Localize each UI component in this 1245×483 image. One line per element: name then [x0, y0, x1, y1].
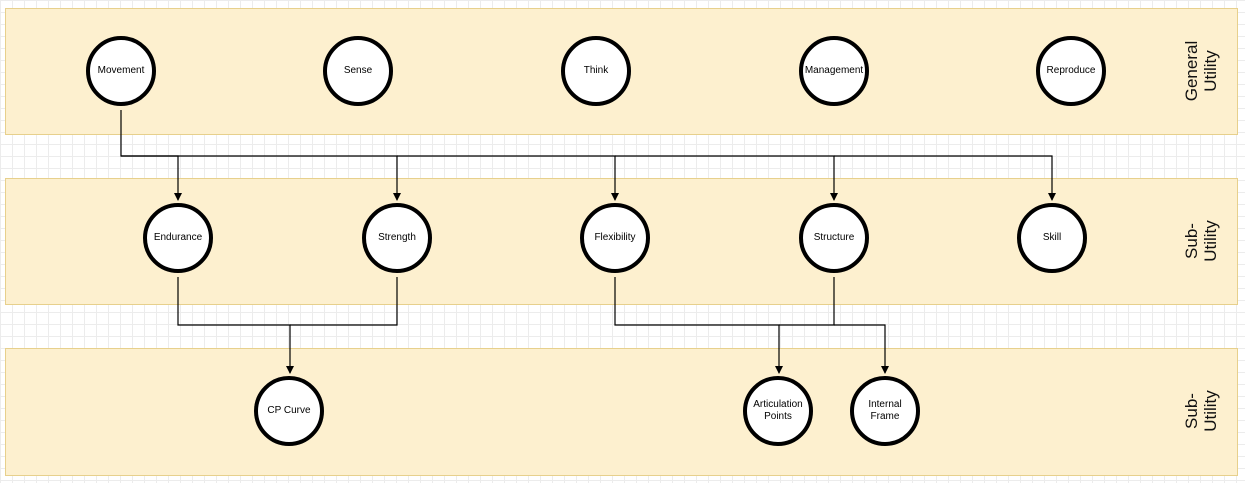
node-sense[interactable]: Sense	[323, 36, 393, 106]
node-label: Management	[804, 65, 864, 76]
band-label-sub-utility-1: Sub- Utility	[1182, 220, 1220, 262]
node-strength[interactable]: Strength	[362, 203, 432, 273]
node-internal-frame[interactable]: Internal Frame	[850, 376, 920, 446]
node-endurance[interactable]: Endurance	[143, 203, 213, 273]
node-label: Strength	[378, 232, 416, 243]
band-label-general-utility: General Utility	[1182, 40, 1220, 102]
node-structure[interactable]: Structure	[799, 203, 869, 273]
node-think[interactable]: Think	[561, 36, 631, 106]
node-label: Skill	[1042, 232, 1062, 243]
node-label: Reproduce	[1046, 65, 1096, 76]
node-label: Flexibility	[594, 232, 636, 243]
node-label: Articulation Points	[753, 399, 803, 422]
node-label: Movement	[97, 65, 145, 76]
node-label: CP Curve	[267, 405, 311, 416]
band-label-sub-utility-2: Sub- Utility	[1182, 390, 1220, 432]
node-flexibility[interactable]: Flexibility	[580, 203, 650, 273]
node-movement[interactable]: Movement	[86, 36, 156, 106]
node-label: Sense	[343, 65, 373, 76]
node-skill[interactable]: Skill	[1017, 203, 1087, 273]
node-label: Internal Frame	[868, 399, 902, 422]
node-label: Think	[583, 65, 609, 76]
node-cp-curve[interactable]: CP Curve	[254, 376, 324, 446]
node-reproduce[interactable]: Reproduce	[1036, 36, 1106, 106]
node-articulation-points[interactable]: Articulation Points	[743, 376, 813, 446]
node-management[interactable]: Management	[799, 36, 869, 106]
band-sub-utility-2	[5, 348, 1238, 476]
node-label: Endurance	[153, 232, 203, 243]
node-label: Structure	[813, 232, 855, 243]
